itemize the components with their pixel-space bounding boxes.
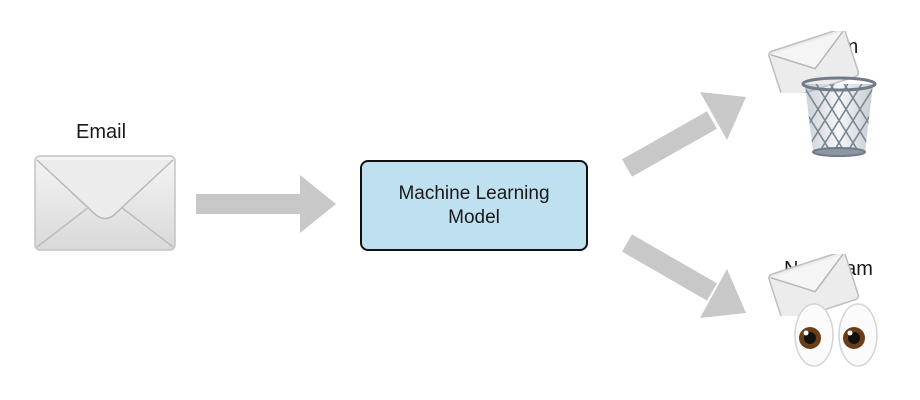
arrow-model-to-not-spam — [622, 234, 746, 318]
wastebasket-icon — [801, 76, 877, 157]
eyes-icon — [794, 303, 878, 367]
envelope-icon — [768, 31, 860, 93]
ml-model-label: Machine Learning Model — [398, 182, 550, 228]
arrow-model-to-spam — [622, 92, 746, 177]
email-label: Email — [76, 121, 127, 143]
envelope-icon — [768, 254, 860, 316]
arrow-email-to-model — [196, 175, 336, 233]
envelope-icon — [34, 155, 176, 251]
ml-model-box: Machine Learning Model — [360, 160, 588, 251]
